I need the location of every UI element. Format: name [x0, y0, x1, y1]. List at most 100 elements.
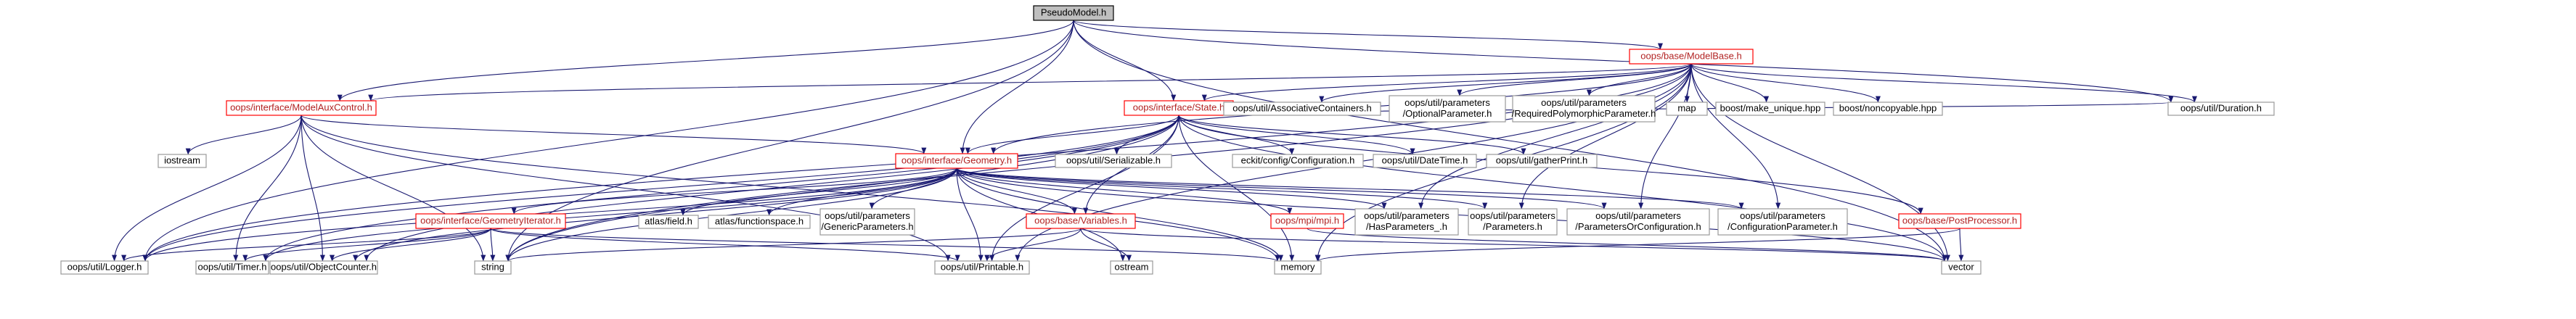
node-label: oops/util/gatherPrint.h: [1496, 154, 1587, 165]
node-box: [195, 260, 269, 275]
edge-postprocessor-to-vector: [1958, 228, 1964, 262]
node-box: [1486, 154, 1598, 168]
node-label: /ParametersOrConfiguration.h: [1575, 221, 1701, 232]
node-box: [1026, 213, 1136, 229]
edge-geomiter-to-memory: [490, 228, 1280, 262]
edge-modelauxcontrol-to-timer: [233, 115, 302, 262]
edge-modelauxcontrol-to-string: [300, 115, 486, 262]
edge-modelauxcontrol-to-objcounter: [300, 115, 325, 262]
node-box: [638, 215, 699, 229]
node-box: [269, 260, 378, 275]
edge-modelauxcontrol-to-printable: [300, 115, 951, 262]
node-modelbase[interactable]: oops/base/ModelBase.h: [1629, 49, 1754, 65]
node-noncopyable: boost/noncopyable.hpp: [1833, 102, 1943, 116]
node-label: vector: [1948, 261, 1974, 272]
node-label: oops/interface/GeometryIterator.h: [420, 215, 561, 225]
edge-modelauxcontrol-to-iostream: [185, 115, 302, 155]
edge-modelbase-to-duration: [1690, 63, 2197, 103]
node-label: map: [1677, 102, 1696, 113]
node-gatherprint: oops/util/gatherPrint.h: [1486, 154, 1598, 168]
edge-geometry-to-confparam: [956, 167, 1744, 210]
node-label: oops/util/Printable.h: [941, 261, 1023, 272]
node-label: ostream: [1115, 261, 1149, 272]
node-box: [1629, 49, 1754, 65]
node-atlasfield: atlas/field.h: [638, 215, 699, 229]
node-box: [1354, 208, 1459, 236]
node-makeunique: boost/make_unique.hpp: [1715, 102, 1825, 116]
edge-state-to-logger: [142, 115, 1179, 262]
node-box: [1666, 102, 1708, 116]
node-label: oops/util/Logger.h: [68, 261, 142, 272]
edge-geometry-to-parameters: [956, 167, 1487, 210]
node-label: eckit/config/Configuration.h: [1241, 154, 1355, 165]
edge-modelbase-to-modelauxcontrol: [368, 63, 1692, 102]
node-label: oops/util/ObjectCounter.h: [271, 261, 377, 272]
node-box: [226, 100, 377, 116]
node-variables[interactable]: oops/base/Variables.h: [1026, 213, 1136, 229]
edge-geometry-to-variables: [956, 167, 1077, 215]
edge-modelbase-to-hasparams: [1418, 63, 1692, 210]
node-label: oops/util/AssociativeContainers.h: [1232, 102, 1372, 113]
edge-pseudomodel-to-geometry: [960, 20, 1074, 154]
node-box: [1833, 102, 1943, 116]
edge-geometry-to-hasparams: [956, 167, 1387, 210]
node-box: [1566, 208, 1710, 236]
node-atlasfs: atlas/functionspace.h: [708, 215, 811, 229]
node-label: /ConfigurationParameter.h: [1727, 221, 1838, 232]
node-label: /Parameters.h: [1483, 221, 1542, 232]
node-label: iostream: [164, 154, 200, 165]
edge-pseudomodel-to-duration: [1073, 20, 2174, 103]
node-printable: oops/util/Printable.h: [934, 260, 1030, 275]
node-eckitconfig: eckit/config/Configuration.h: [1232, 154, 1364, 168]
node-label: atlas/field.h: [645, 215, 692, 226]
node-map: map: [1666, 102, 1708, 116]
node-label: /RequiredPolymorphicParameter.h: [1512, 108, 1656, 119]
edge-geometry-to-string: [505, 167, 957, 262]
node-box: [934, 260, 1030, 275]
node-box: [1223, 102, 1381, 116]
node-serializable: oops/util/Serializable.h: [1055, 154, 1172, 168]
node-logger: oops/util/Logger.h: [60, 260, 149, 275]
node-box: [1270, 213, 1344, 229]
node-memory: memory: [1274, 260, 1322, 275]
node-modelauxcontrol[interactable]: oops/interface/ModelAuxControl.h: [226, 100, 377, 116]
edge-state-to-memory: [1178, 115, 1295, 262]
node-label: atlas/functionspace.h: [715, 215, 804, 226]
edge-modelauxcontrol-to-logger: [112, 115, 302, 262]
edge-pseudomodel-to-modelbase: [1073, 20, 1663, 50]
edge-geometry-to-mpi: [956, 167, 1293, 215]
nodes: PseudoModel.h oops/base/ModelBase.h oops/i…: [60, 5, 2275, 275]
node-timer: oops/util/Timer.h: [195, 260, 269, 275]
node-box: [2167, 102, 2275, 116]
node-label: oops/base/ModelBase.h: [1640, 50, 1741, 61]
node-box: [1373, 154, 1477, 168]
node-label: /GenericParameters.h: [821, 221, 913, 232]
node-label: oops/util/Duration.h: [2180, 102, 2262, 113]
node-pseudomodel[interactable]: PseudoModel.h: [1033, 5, 1114, 21]
edge-geomiter-to-timer: [242, 228, 491, 262]
node-box: [158, 154, 207, 168]
node-label: oops/base/PostProcessor.h: [1902, 215, 2017, 225]
edge-postprocessor-to-memory: [1315, 228, 1960, 262]
node-paramorconf: oops/util/parameters/ParametersOrConfigu…: [1566, 208, 1710, 236]
node-geometry[interactable]: oops/interface/Geometry.h: [895, 153, 1018, 169]
node-label: string: [481, 261, 504, 272]
node-genericparams: oops/util/parameters/GenericParameters.h: [819, 208, 915, 236]
node-geomiter[interactable]: oops/interface/GeometryIterator.h: [415, 213, 566, 229]
edge-state-to-datetime: [1178, 115, 1415, 155]
node-objcounter: oops/util/ObjectCounter.h: [269, 260, 378, 275]
node-label: oops/util/Timer.h: [198, 261, 267, 272]
node-label: /OptionalParameter.h: [1403, 108, 1492, 119]
node-label: oops/interface/Geometry.h: [901, 154, 1012, 165]
edge-pseudomodel-to-modelauxcontrol: [337, 20, 1074, 102]
node-hasparams: oops/util/parameters/HasParameters_.h: [1354, 208, 1459, 236]
node-duration: oops/util/Duration.h: [2167, 102, 2275, 116]
node-label: boost/noncopyable.hpp: [1839, 102, 1937, 113]
node-label: oops/util/DateTime.h: [1382, 154, 1468, 165]
edge-geomiter-to-string: [490, 228, 496, 262]
edge-geometry-to-paramorconf: [956, 167, 1607, 210]
node-state[interactable]: oops/interface/State.h: [1124, 100, 1234, 116]
node-postprocessor[interactable]: oops/base/PostProcessor.h: [1898, 213, 2021, 229]
node-mpi[interactable]: oops/mpi/mpi.h: [1270, 213, 1344, 229]
node-box: [1389, 95, 1506, 123]
